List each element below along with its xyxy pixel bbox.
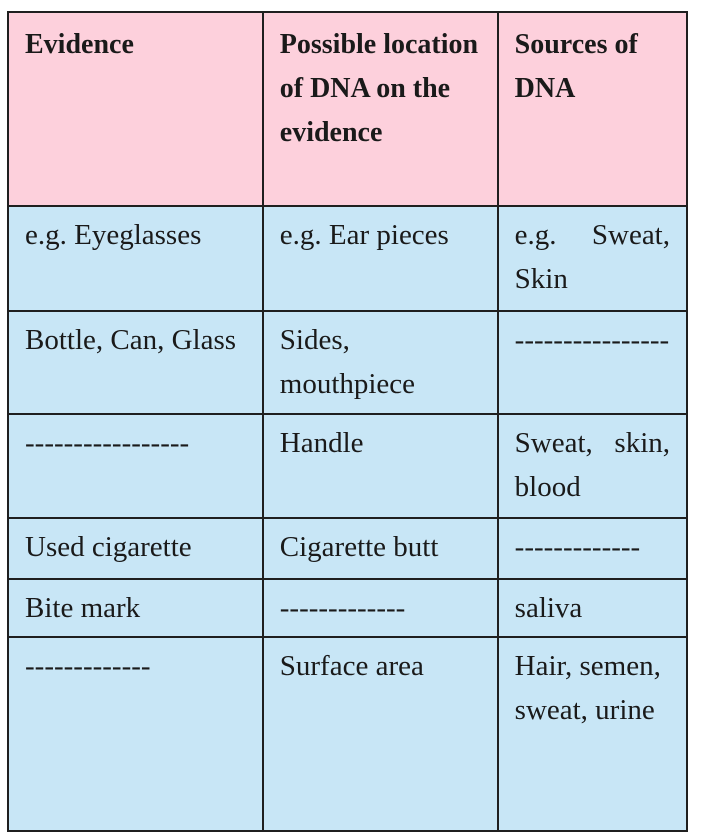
header-row: Evidence Possible location of DNA on the…: [7, 11, 689, 207]
cell-sources: saliva: [496, 578, 689, 638]
cell-sources: ----------------: [496, 310, 689, 415]
table-row: Used cigarette Cigarette butt ----------…: [7, 517, 689, 580]
table-row: Bite mark ------------- saliva: [7, 578, 689, 638]
cell-location: e.g. Ear pieces: [261, 205, 499, 312]
cell-evidence: Used cigarette: [7, 517, 264, 580]
cell-location: Cigarette butt: [261, 517, 499, 580]
table-row: ------------- Surface area Hair, semen, …: [7, 636, 689, 832]
cell-evidence: Bite mark: [7, 578, 264, 638]
cell-location: Sides, mouthpiece: [261, 310, 499, 415]
table-row: Bottle, Can, Glass Sides, mouthpiece ---…: [7, 310, 689, 415]
cell-location: -------------: [261, 578, 499, 638]
cell-evidence: -----------------: [7, 413, 264, 519]
header-evidence: Evidence: [7, 11, 264, 207]
header-location: Possible location of DNA on the evidence: [261, 11, 499, 207]
dna-evidence-table: Evidence Possible location of DNA on the…: [7, 11, 689, 832]
cell-sources: Sweat, skin, blood: [496, 413, 689, 519]
cell-evidence: e.g. Eyeglasses: [7, 205, 264, 312]
cell-location: Handle: [261, 413, 499, 519]
cell-sources: e.g. Sweat, Skin: [496, 205, 689, 312]
cell-evidence: -------------: [7, 636, 264, 832]
cell-evidence: Bottle, Can, Glass: [7, 310, 264, 415]
cell-location: Surface area: [261, 636, 499, 832]
table-row: ----------------- Handle Sweat, skin, bl…: [7, 413, 689, 519]
table-row: e.g. Eyeglasses e.g. Ear pieces e.g. Swe…: [7, 205, 689, 312]
cell-sources: Hair, semen, sweat, urine: [496, 636, 689, 832]
cell-sources: -------------: [496, 517, 689, 580]
header-sources: Sources of DNA: [496, 11, 689, 207]
